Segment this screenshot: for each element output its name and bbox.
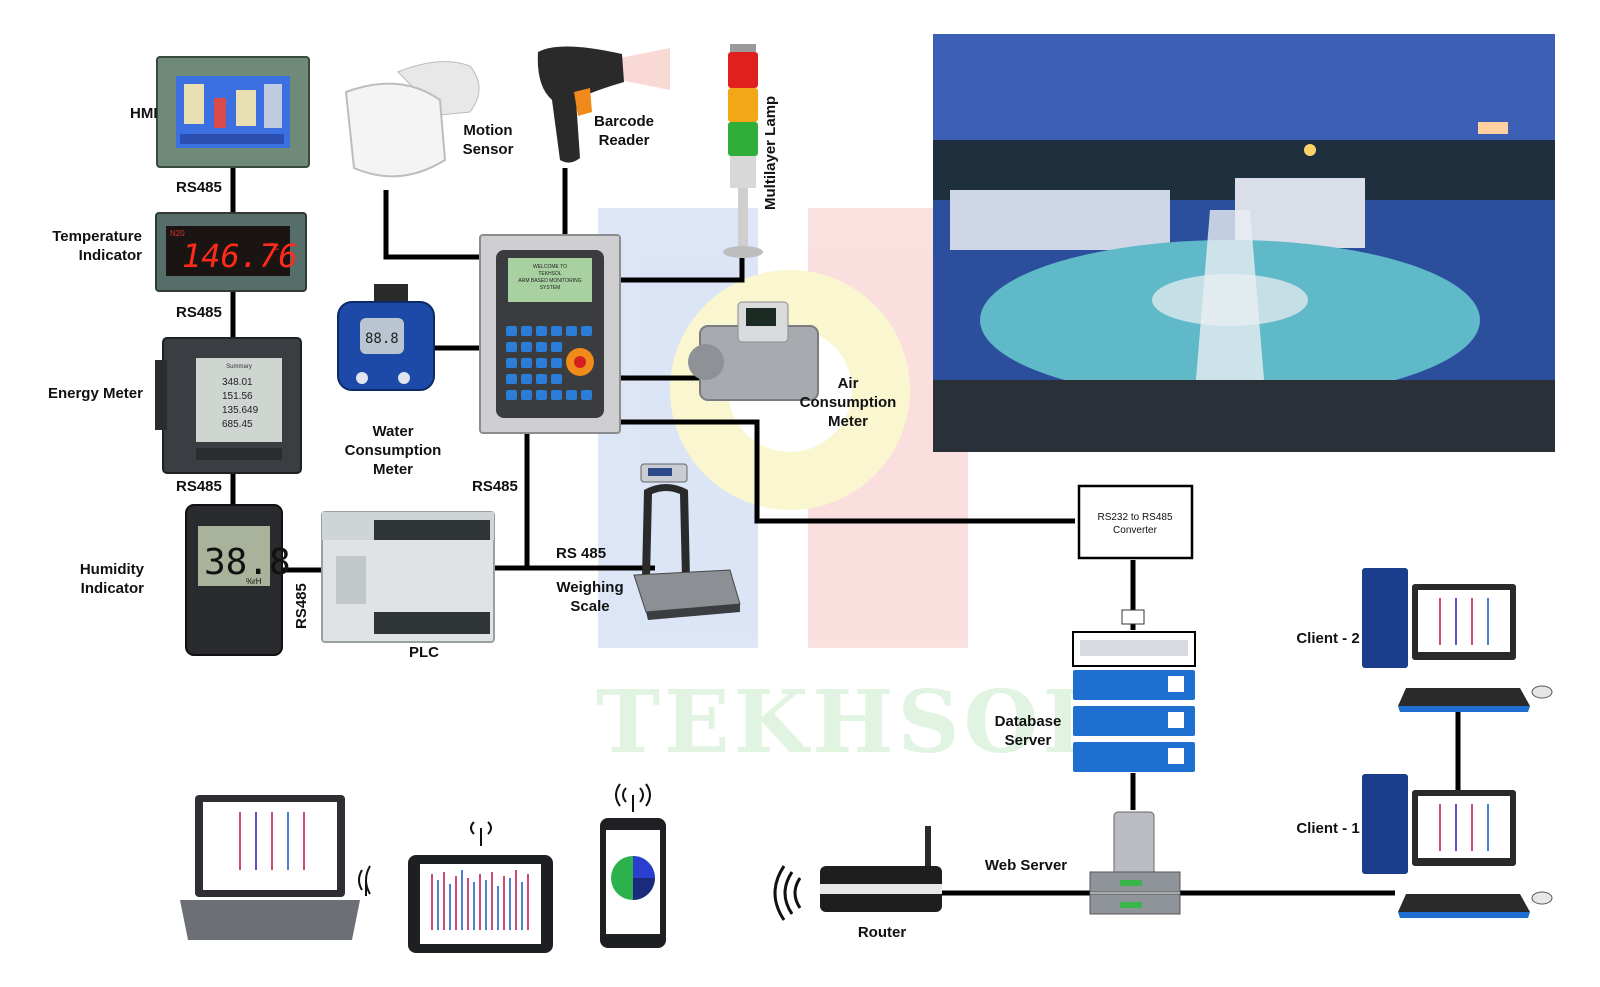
database-server-label-1: Database bbox=[995, 713, 1062, 730]
laptop-device bbox=[180, 795, 371, 940]
rs-485-scale-label: RS 485 bbox=[556, 545, 606, 562]
temperature-label-2: Indicator bbox=[79, 247, 143, 264]
motion-sensor-device bbox=[344, 61, 480, 178]
water-meter-label-3: Meter bbox=[373, 461, 413, 478]
water-meter-label-2: Consumption bbox=[345, 442, 442, 459]
converter-label-2: Converter bbox=[1113, 525, 1158, 536]
energy-meter-device: Summary 348.01 151.56 135.649 685.45 bbox=[155, 337, 302, 474]
hmi-label: HMI bbox=[130, 105, 158, 122]
client-1-computer bbox=[1362, 774, 1553, 918]
rs485-plc-label: RS485 bbox=[293, 583, 310, 629]
motion-sensor-label-2: Sensor bbox=[463, 141, 514, 158]
energy-value-4: 685.45 bbox=[222, 419, 253, 430]
temperature-unit: °c bbox=[270, 242, 279, 253]
weighing-scale-label-1: Weighing bbox=[556, 579, 623, 596]
tablet-device bbox=[408, 821, 553, 953]
database-server-label-2: Server bbox=[1005, 732, 1052, 749]
weighing-scale-label-2: Scale bbox=[570, 598, 609, 615]
router-device bbox=[773, 826, 942, 921]
energy-value-1: 348.01 bbox=[222, 377, 253, 388]
rs485-vertical-label: RS485 bbox=[472, 478, 518, 495]
air-meter-device bbox=[688, 301, 819, 401]
weighing-scale-device bbox=[633, 463, 741, 620]
water-meter-device: 88.8 bbox=[337, 284, 435, 391]
database-server-device bbox=[1072, 609, 1196, 772]
plc-device bbox=[321, 511, 495, 643]
controller-keypad bbox=[506, 326, 592, 400]
client-2-computer bbox=[1362, 568, 1553, 712]
plc-label: PLC bbox=[409, 644, 439, 661]
multilayer-lamp-device bbox=[723, 44, 763, 258]
temperature-tag: N20 bbox=[170, 229, 185, 238]
controller-screen-line-1: WELCOME TO bbox=[533, 264, 567, 270]
rs485-label-2: RS485 bbox=[176, 304, 222, 321]
phone-device bbox=[600, 783, 666, 948]
air-meter-label-1: Air bbox=[838, 375, 859, 392]
client-2-label: Client - 2 bbox=[1296, 630, 1359, 647]
watermark-text: TEKHSOI bbox=[596, 672, 1087, 773]
client-1-label: Client - 1 bbox=[1296, 820, 1359, 837]
multilayer-lamp-label: Multilayer Lamp bbox=[762, 96, 779, 210]
humidity-unit: %rH bbox=[246, 577, 262, 586]
rs485-label-1: RS485 bbox=[176, 179, 222, 196]
air-meter-label-2: Consumption bbox=[800, 394, 897, 411]
water-meter-display: 88.8 bbox=[365, 331, 399, 347]
main-controller-device: WELCOME TO TEKHSOL ARM BASED MONITORING … bbox=[479, 234, 621, 434]
temperature-indicator-device: N20 146.76 °c bbox=[155, 212, 307, 292]
humidity-indicator-device: 38.8 %rH bbox=[185, 504, 291, 656]
energy-summary-title: Summary bbox=[226, 364, 252, 370]
energy-value-2: 151.56 bbox=[222, 391, 253, 402]
barcode-reader-label-1: Barcode bbox=[594, 113, 654, 130]
humidity-value: 38.8 bbox=[204, 542, 291, 583]
temperature-label-1: Temperature bbox=[52, 228, 142, 245]
water-meter-label-1: Water bbox=[372, 423, 413, 440]
router-label: Router bbox=[858, 924, 906, 941]
web-server-label: Web Server bbox=[985, 857, 1067, 874]
rs485-label-3: RS485 bbox=[176, 478, 222, 495]
controller-screen-line-3: ARM BASED MONITORING bbox=[518, 278, 581, 284]
humidity-label-1: Humidity bbox=[80, 561, 145, 578]
wiring bbox=[230, 165, 1461, 896]
water-treatment-plant-photo bbox=[933, 34, 1555, 452]
barcode-reader-label-2: Reader bbox=[599, 132, 650, 149]
air-meter-label-3: Meter bbox=[828, 413, 868, 430]
humidity-label-2: Indicator bbox=[81, 580, 145, 597]
controller-screen-line-4: SYSTEM bbox=[540, 285, 561, 291]
rs232-rs485-converter bbox=[1077, 484, 1194, 560]
converter-label-1: RS232 to RS485 bbox=[1097, 512, 1172, 523]
motion-sensor-label-1: Motion bbox=[463, 122, 512, 139]
barcode-reader-device bbox=[537, 46, 670, 163]
controller-screen-line-2: TEKHSOL bbox=[538, 271, 562, 277]
energy-meter-label: Energy Meter bbox=[48, 385, 143, 402]
temperature-value: 146.76 bbox=[182, 237, 298, 275]
web-server-device bbox=[1089, 811, 1181, 915]
energy-value-3: 135.649 bbox=[222, 405, 259, 416]
hmi-device bbox=[156, 56, 310, 168]
